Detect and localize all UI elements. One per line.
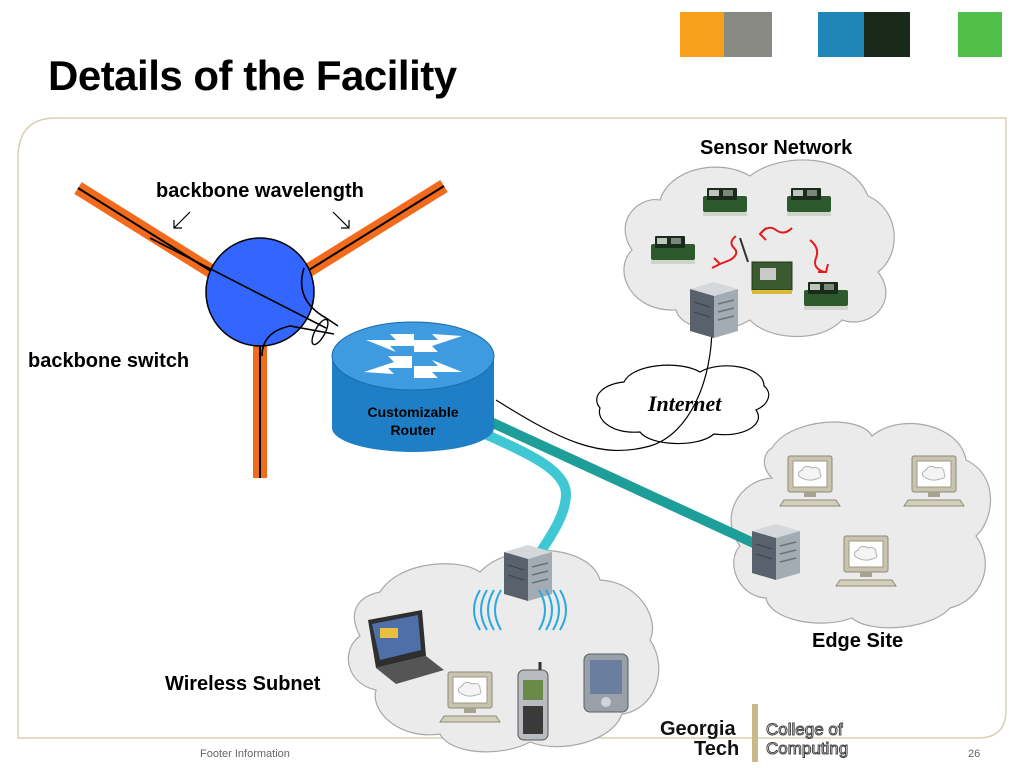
logo-tower: [752, 704, 758, 762]
internet-cloud: [596, 364, 770, 445]
backbone-switch-label: backbone switch: [28, 350, 190, 372]
header-thumbnail-blue: [818, 12, 910, 57]
backbone-arm-right: [292, 180, 448, 284]
logo-computing: Computing: [765, 739, 849, 759]
sensor-network-label: Sensor Network: [700, 137, 853, 159]
router-arrows-icon: [364, 334, 462, 378]
customizable-router: [331, 321, 495, 452]
server-icon: [503, 544, 553, 602]
edge-site-link: [479, 413, 763, 551]
georgia-tech-logo: Georgia Tech College of Computing: [652, 704, 912, 764]
wavelength-arrows: [173, 211, 350, 229]
header-thumbnail-green: [958, 12, 1002, 57]
slide-title: Details of the Facility: [48, 52, 457, 99]
server-icon: [751, 523, 801, 581]
logo-tech: Tech: [694, 738, 740, 760]
radio-signal-arrows: [711, 226, 829, 273]
wireless-subnet-label: Wireless Subnet: [165, 673, 321, 695]
internet-label: Internet: [648, 391, 722, 416]
edge-site-label: Edge Site: [812, 630, 904, 652]
server-icon: [689, 281, 739, 339]
logo-georgia: Georgia: [660, 718, 736, 740]
footer-information: Footer Information: [200, 748, 290, 760]
laptop-icon: [368, 610, 444, 684]
internet-link: [495, 325, 713, 452]
phone-icon: [517, 662, 549, 741]
network-card-icon: [739, 237, 793, 294]
backbone-wavelength-label: backbone wavelength: [156, 180, 364, 202]
logo-college-of: College of: [766, 720, 844, 740]
header-thumbnail-orange: [680, 12, 772, 57]
edge-site-cloud: [730, 421, 992, 629]
page-number: 26: [968, 748, 981, 760]
fiber-bundle-loop: [311, 318, 329, 346]
pda-icon: [583, 653, 629, 713]
backbone-switch: [205, 237, 315, 347]
router-label: Customizable Router: [367, 404, 459, 438]
wireless-subnet-link: [473, 425, 572, 559]
